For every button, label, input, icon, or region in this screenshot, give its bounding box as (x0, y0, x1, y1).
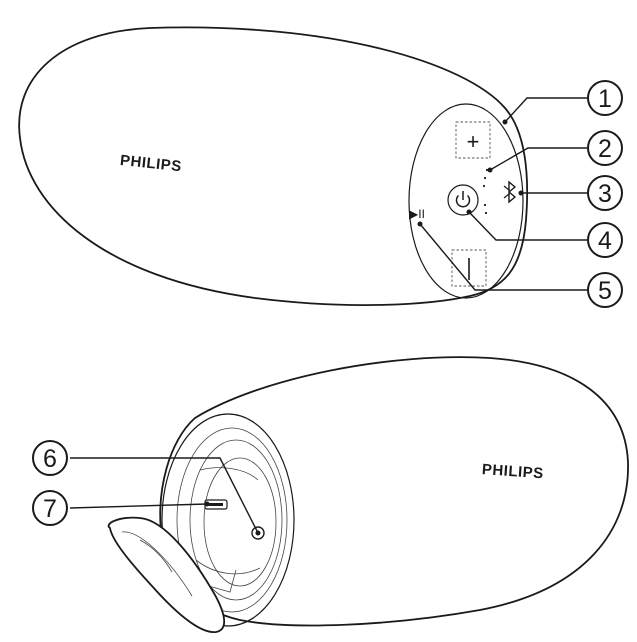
usb-port[interactable] (204, 499, 228, 510)
top-brand-logo: PHILIPS (119, 152, 182, 175)
play-pause-button[interactable]: ▶II (409, 207, 425, 221)
rear-panel-opening (161, 413, 295, 627)
svg-text:2: 2 (598, 135, 612, 163)
top-speaker-body (18, 26, 529, 306)
callout-4: 4 (587, 222, 623, 258)
svg-text:5: 5 (598, 277, 612, 305)
callout-5: 5 (587, 272, 623, 308)
bottom-brand-logo: PHILIPS (481, 461, 544, 482)
svg-text:4: 4 (598, 227, 612, 255)
top-leader-lines (417, 97, 587, 291)
callout-6: 6 (32, 440, 68, 476)
callout-7: 7 (32, 490, 68, 526)
power-button[interactable] (447, 184, 479, 216)
led-indicator (482, 168, 489, 215)
svg-text:6: 6 (43, 445, 57, 473)
bottom-leader-lines (69, 457, 261, 536)
svg-text:7: 7 (43, 495, 57, 523)
top-control-panel (408, 103, 524, 299)
bottom-speaker: PHILIPS 6 7 (32, 356, 629, 633)
volume-up-button[interactable]: + (455, 121, 491, 159)
callout-2: 2 (587, 130, 623, 166)
bluetooth-icon (503, 180, 517, 204)
play-pause-icon: ▶II (409, 207, 425, 221)
top-speaker: PHILIPS + ▶II (18, 26, 623, 308)
volume-down-button[interactable] (451, 249, 487, 287)
callout-1: 1 (587, 80, 623, 116)
callout-3: 3 (587, 175, 623, 211)
bottom-speaker-body (159, 356, 629, 627)
rear-cover-flap[interactable] (107, 516, 226, 633)
power-icon (455, 191, 471, 208)
svg-text:3: 3 (598, 180, 612, 208)
volume-up-label: + (467, 129, 480, 154)
svg-text:1: 1 (598, 85, 612, 113)
